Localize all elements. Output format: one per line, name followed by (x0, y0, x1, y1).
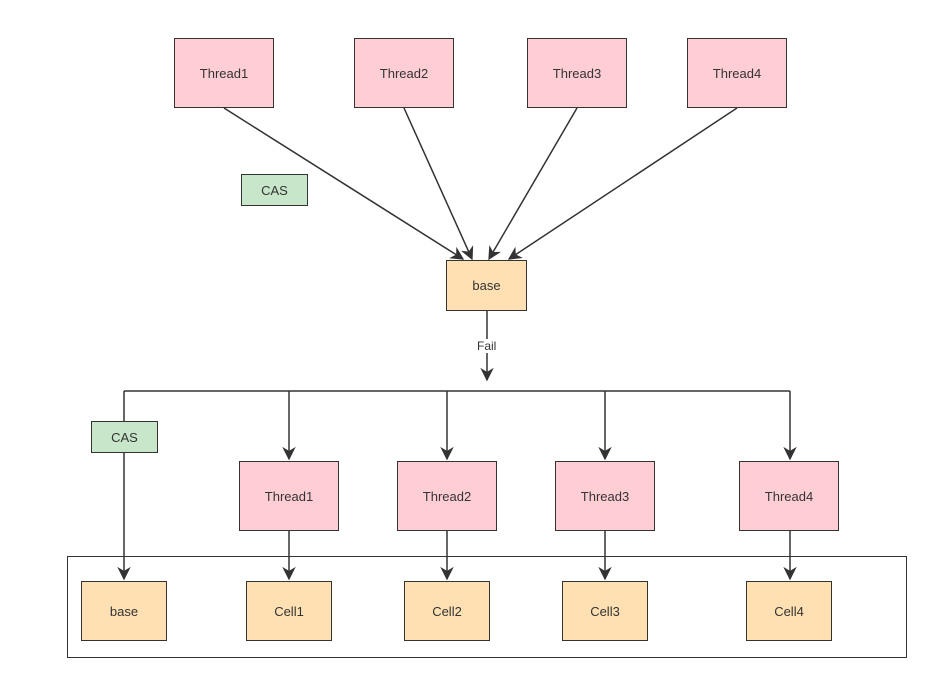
cell1-label: Cell1 (274, 603, 304, 619)
bottom-thread1-label: Thread1 (264, 488, 314, 504)
top-cas-label-box: CAS (241, 174, 308, 206)
bottom-thread1-node: Thread1 (239, 461, 339, 531)
cell3-node: Cell3 (562, 581, 648, 641)
top-thread1-node: Thread1 (174, 38, 274, 108)
edge-thread4-to-base (507, 107, 738, 260)
base-label: base (472, 278, 501, 293)
cell4-label: Cell4 (774, 603, 804, 619)
top-thread4-node: Thread4 (687, 38, 787, 108)
cell2-node: Cell2 (404, 581, 490, 641)
top-thread1-label: Thread1 (199, 65, 249, 81)
top-thread3-label: Thread3 (552, 65, 602, 81)
bottom-thread4-label: Thread4 (764, 488, 814, 504)
cell1-node: Cell1 (246, 581, 332, 641)
left-cas-label: CAS (111, 429, 138, 445)
bottom-thread2-node: Thread2 (397, 461, 497, 531)
cell-container (67, 556, 907, 658)
top-cas-label: CAS (261, 182, 288, 198)
edge-thread3-to-base (488, 107, 578, 261)
cell3-label: Cell3 (590, 603, 620, 619)
bottom-thread2-label: Thread2 (422, 488, 472, 504)
top-thread2-label: Thread2 (379, 65, 429, 81)
bottom-thread3-node: Thread3 (555, 461, 655, 531)
cell-base-label: base (109, 603, 139, 619)
edge-thread2-to-base (403, 107, 474, 261)
fail-edge-label: Fail (475, 339, 499, 353)
bottom-thread3-label: Thread3 (580, 488, 630, 504)
top-thread4-label: Thread4 (712, 65, 762, 81)
top-thread3-node: Thread3 (527, 38, 627, 108)
cell2-label: Cell2 (432, 603, 462, 619)
cell-base-node: base (81, 581, 167, 641)
top-thread2-node: Thread2 (354, 38, 454, 108)
bottom-thread4-node: Thread4 (739, 461, 839, 531)
cell4-node: Cell4 (746, 581, 832, 641)
edge-thread1-to-base (223, 107, 465, 260)
left-cas-label-box: CAS (91, 421, 158, 453)
base-node: base (446, 260, 527, 311)
